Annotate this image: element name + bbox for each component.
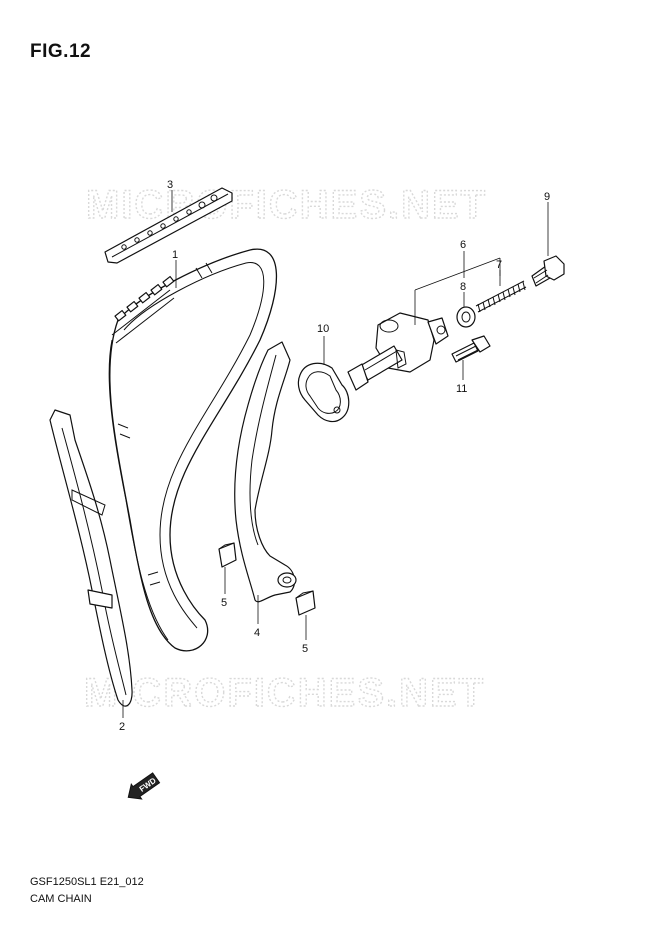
leader-lines — [122, 190, 549, 718]
callout-6: 6 — [460, 239, 466, 251]
callout-3: 3 — [167, 179, 173, 191]
part-8-washer — [456, 306, 476, 328]
diagram-code: GSF1250SL1 E21_012 — [30, 876, 144, 888]
part-9-plug-bolt — [531, 255, 565, 287]
watermark-bottom: MICROFICHES.NET — [84, 671, 485, 715]
part-1-cam-chain — [108, 248, 278, 652]
part-2-chain-guide — [49, 409, 133, 707]
part-5-bush-left — [218, 542, 237, 568]
callout-7: 7 — [496, 259, 502, 271]
part-10-gasket — [297, 362, 350, 423]
callout-11: 11 — [456, 383, 467, 395]
callout-1: 1 — [172, 249, 178, 261]
part-4-tensioner-arm — [234, 341, 297, 603]
part-6-tensioner-body — [347, 312, 449, 391]
part-5-bush-right — [295, 590, 316, 616]
callout-5-right: 5 — [302, 643, 308, 655]
callout-5-left: 5 — [221, 597, 227, 609]
fwd-arrow-icon: FWD — [127, 772, 161, 800]
watermark-top: MICROFICHES.NET — [86, 183, 487, 227]
callout-10: 10 — [317, 323, 329, 335]
part-3-guide-plate — [104, 187, 233, 264]
diagram-name: CAM CHAIN — [30, 893, 92, 905]
part-11-bolt — [451, 335, 491, 363]
callout-2: 2 — [119, 721, 125, 733]
part-7-spring — [475, 280, 527, 313]
callout-9: 9 — [544, 191, 550, 203]
callout-4: 4 — [254, 627, 260, 639]
figure-title: FIG.12 — [30, 41, 92, 62]
callout-8: 8 — [460, 281, 466, 293]
